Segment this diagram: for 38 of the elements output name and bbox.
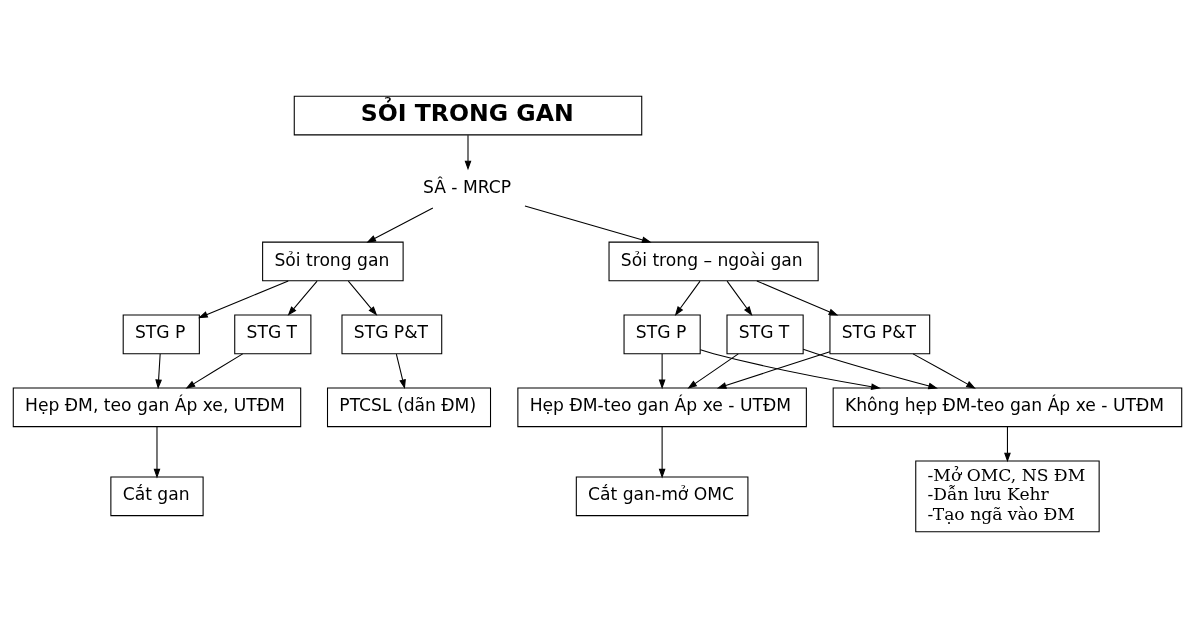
node-box: Sỏi trong – ngoài gan xyxy=(608,241,819,281)
node-box: Hẹp ĐM, teo gan Áp xe, UTĐM xyxy=(12,386,302,427)
node-box: PTCSL (dãn ĐM) xyxy=(326,386,492,427)
node-box: STG T xyxy=(726,314,804,354)
node-text: SÂ - MRCP xyxy=(422,176,512,197)
arrow xyxy=(674,280,701,316)
arrow xyxy=(802,348,938,389)
node-box: Sỏi trong gan xyxy=(262,241,404,281)
arrow xyxy=(716,350,831,389)
node-box: Cắt gan xyxy=(110,475,204,516)
node-box: Cắt gan-mở OMC xyxy=(575,475,749,516)
node-box: STG T xyxy=(234,314,312,354)
arrow xyxy=(1004,425,1011,462)
arrow xyxy=(658,353,666,389)
arrow xyxy=(347,280,378,316)
arrow xyxy=(153,425,161,478)
node-box: -Mở OMC, NS ĐM -Dẫn lưu Kehr -Tạo ngã vào ĐM xyxy=(915,459,1100,532)
arrow xyxy=(658,425,666,478)
node-box: STG P xyxy=(122,314,200,354)
arrow xyxy=(155,353,162,389)
node-box: STG P&T xyxy=(829,314,931,354)
arrow xyxy=(395,353,406,389)
node-box: STG P&T xyxy=(341,314,443,354)
arrow xyxy=(185,352,244,389)
arrow xyxy=(687,352,739,389)
arrow xyxy=(524,204,652,243)
node-box: SỎI TRONG GAN xyxy=(293,95,643,135)
node-box: Không hẹp ĐM-teo gan Áp xe - UTĐM xyxy=(832,386,1183,427)
arrow xyxy=(464,134,472,170)
arrow xyxy=(912,352,976,389)
node-box: STG P xyxy=(623,314,701,354)
node-box: Hẹp ĐM-teo gan Áp xe - UTĐM xyxy=(517,386,807,427)
arrow xyxy=(198,279,289,318)
arrow xyxy=(287,280,318,316)
arrow xyxy=(366,206,434,243)
arrow xyxy=(756,279,839,316)
arrow xyxy=(699,348,881,390)
arrow xyxy=(726,280,753,316)
